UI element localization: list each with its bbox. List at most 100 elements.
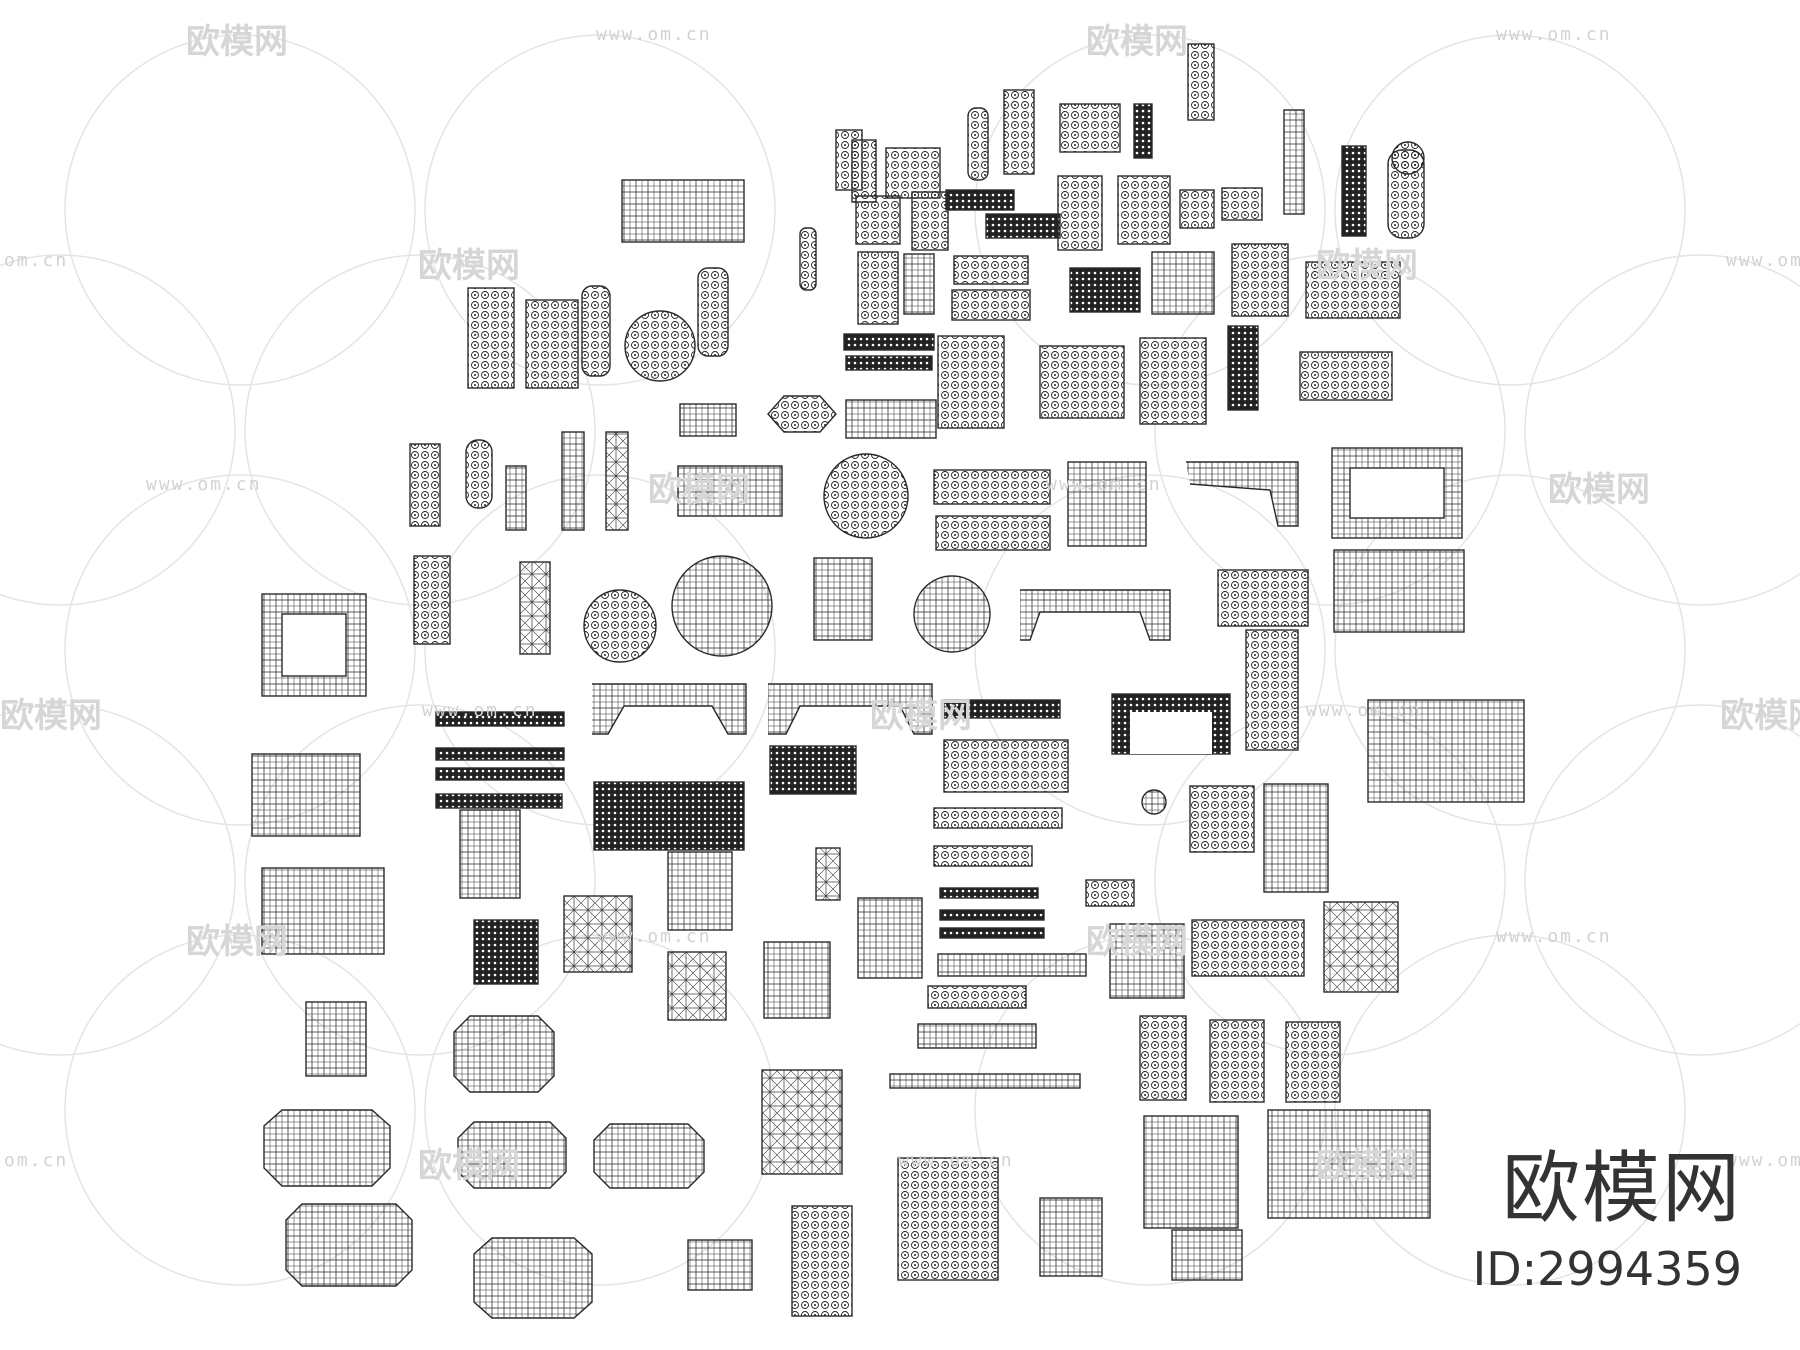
watermark-brand-fragment: 欧模网	[1720, 696, 1800, 736]
floral-motif	[1231, 243, 1289, 317]
watermark-url: www.om.cn	[596, 926, 712, 947]
octagonal-frame	[473, 1237, 593, 1319]
carved-panel	[1069, 267, 1141, 313]
carved-block	[985, 213, 1061, 239]
door-panels	[1285, 1021, 1341, 1103]
frieze	[435, 793, 563, 809]
floral-motif	[911, 191, 949, 251]
carved-pendant	[1187, 43, 1215, 121]
lattice-window	[763, 941, 831, 1019]
double-door	[857, 897, 923, 979]
frieze	[843, 333, 935, 351]
floral-motif	[1217, 569, 1309, 627]
carved-panel	[951, 289, 1031, 321]
frieze	[435, 767, 565, 781]
watermark-url: www.om.cn	[1496, 24, 1612, 45]
floral-motif	[1299, 351, 1393, 401]
lattice-window	[473, 919, 539, 985]
round-motif	[1141, 789, 1167, 815]
carved-panel	[1139, 337, 1207, 425]
watermark-url-fragment: www.om.cn	[1726, 1150, 1800, 1171]
floral-motif	[1305, 261, 1401, 319]
frieze	[935, 515, 1051, 551]
window-frame	[1171, 1229, 1243, 1281]
shou-medallion	[913, 575, 991, 653]
lattice-panel	[621, 179, 745, 243]
watermark-brand: 欧模网	[186, 922, 288, 962]
floral-motif	[855, 195, 901, 245]
lattice-strip	[505, 465, 527, 531]
watermark-brand: 欧模网	[418, 1146, 520, 1186]
watermark-url: www.om.cn	[596, 24, 712, 45]
lattice-strip	[815, 847, 841, 901]
square-frame-inner	[281, 613, 347, 677]
frieze	[435, 747, 565, 761]
drawing-elements	[251, 43, 1525, 1319]
watermark-url: www.om.cn	[1496, 926, 1612, 947]
lattice-screen	[1367, 699, 1525, 803]
octagonal-frame	[457, 1121, 567, 1189]
lattice-strip	[605, 431, 629, 531]
round-medallion	[583, 589, 657, 663]
door-panels	[1209, 1019, 1265, 1103]
carved-block	[937, 335, 1005, 429]
cartouche	[967, 107, 989, 181]
lattice-window	[1039, 1197, 1103, 1277]
carved-panel	[1117, 175, 1171, 245]
lattice-panel	[679, 403, 737, 437]
carved-panel	[1057, 175, 1103, 251]
lattice-strip	[561, 431, 585, 531]
watermark-url: www.om.cn	[1046, 474, 1162, 495]
octagonal-frame	[593, 1123, 705, 1189]
frieze	[937, 953, 1087, 977]
frieze	[939, 927, 1045, 939]
lattice-window	[459, 809, 521, 899]
item-id: ID:2994359	[1472, 1242, 1742, 1296]
frieze	[845, 355, 933, 371]
carved-panel	[857, 251, 899, 325]
hex-medallion	[767, 395, 837, 433]
floral-motif	[885, 147, 941, 199]
watermark-brand: 欧模网	[870, 696, 972, 736]
round-lattice	[671, 555, 773, 657]
watermark-url: www.om.cn	[422, 700, 538, 721]
door-panels	[1139, 1015, 1187, 1101]
carved-panel	[413, 555, 451, 645]
window-frame	[1143, 1115, 1239, 1229]
carved-strip	[1133, 103, 1153, 159]
lattice-window	[1323, 901, 1399, 993]
carved-panel	[1191, 919, 1305, 977]
watermark-brand: 欧模网	[1086, 22, 1188, 62]
lattice-window	[667, 951, 727, 1021]
carved-strip	[1227, 325, 1259, 411]
lattice-panel	[1067, 461, 1147, 547]
beam-end	[1283, 109, 1305, 215]
framed-panel	[687, 1239, 753, 1291]
lattice-panel	[845, 399, 937, 439]
lattice-window	[761, 1069, 843, 1175]
watermark-brand: 欧模网	[418, 246, 520, 286]
watermark-brand: 欧模网	[186, 22, 288, 62]
watermark-brand: 欧模网	[648, 470, 750, 510]
lattice-window	[1109, 923, 1185, 999]
carved-scroll	[467, 287, 515, 389]
watermark-url: www.om.cn	[1306, 700, 1422, 721]
dense-panel	[593, 781, 745, 851]
ornament-disc	[1391, 141, 1425, 175]
frieze	[933, 807, 1063, 829]
carved-panel	[409, 443, 441, 527]
arch-bracket	[592, 683, 747, 735]
arch-bracket	[768, 683, 933, 735]
watermark-url: www.om.cn	[898, 1150, 1014, 1171]
carved-block	[945, 189, 1015, 211]
octagonal-frame	[285, 1203, 413, 1287]
lattice-door	[897, 1157, 999, 1281]
floral-motif	[1179, 189, 1215, 229]
floral-motif	[835, 129, 863, 191]
watermark-url: www.om.cn	[146, 474, 262, 495]
watermark-url-fragment: om.cn	[4, 1150, 69, 1171]
corner-bracket	[1020, 589, 1171, 641]
cartouche	[799, 227, 817, 291]
frieze	[939, 887, 1039, 899]
